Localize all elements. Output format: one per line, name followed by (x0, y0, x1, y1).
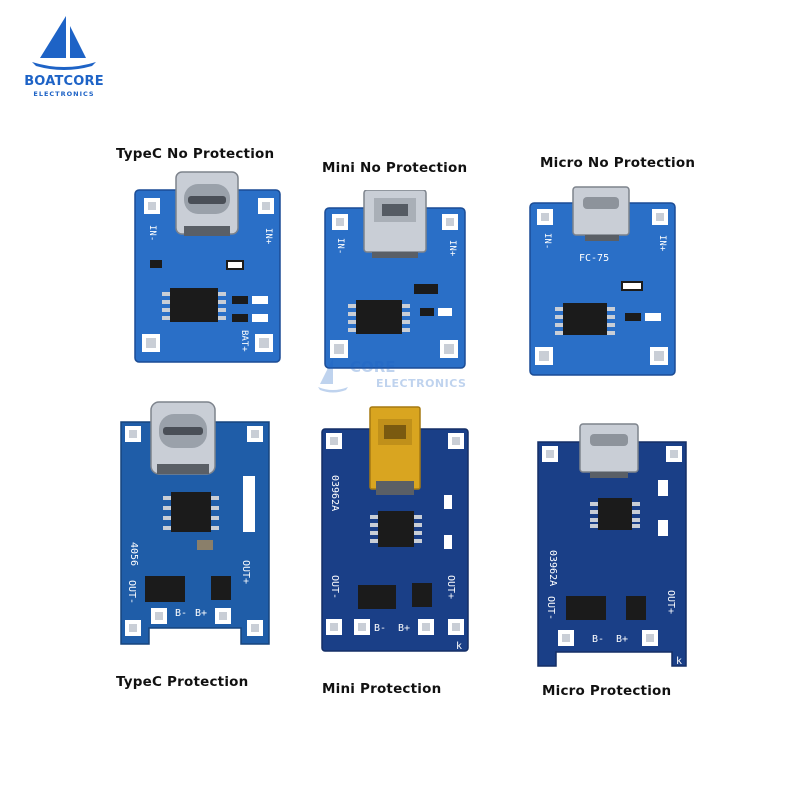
silk-out-plus-2: OUT+ (445, 575, 456, 599)
silk-in-plus-2: IN+ (447, 240, 457, 257)
caption-typec-no-protection: TypeC No Protection (116, 146, 275, 162)
caption-micro-no-protection: Micro No Protection (540, 155, 696, 171)
silk-4056: 4056 (128, 542, 139, 566)
silk-b-minus: B- (175, 608, 187, 619)
silk-b-minus-2: B- (374, 623, 386, 634)
board-mini-no-protection: IN+ IN- (324, 190, 466, 369)
caption-typec-protection: TypeC Protection (116, 674, 249, 690)
caption-micro-protection: Micro Protection (542, 683, 672, 699)
silk-b-plus-3: B+ (616, 634, 628, 645)
board-micro-protection: 03962A OUT- OUT+ B- B+ k (537, 423, 687, 667)
watermark-name: CORE (350, 358, 396, 376)
silk-out-plus-3: OUT+ (665, 590, 676, 614)
watermark-tagline: ELECTRONICS (376, 377, 467, 390)
silk-03962a-2: 03962A (547, 550, 558, 586)
silk-out-minus: OUT- (126, 580, 137, 604)
caption-mini-no-protection: Mini No Protection (322, 160, 468, 176)
silk-b-plus: B+ (195, 608, 207, 619)
brand-logo: BOATCORE ELECTRONICS (22, 14, 106, 104)
board-micro-no-protection: FC-75 IN+ IN- (529, 186, 676, 376)
silk-out-plus: OUT+ (240, 560, 251, 584)
watermark: CORE ELECTRONICS (318, 356, 498, 396)
silk-k: k (456, 641, 462, 652)
silk-in-plus: IN+ (263, 228, 273, 245)
silk-03962a: 03962A (329, 475, 340, 511)
brand-tagline: ELECTRONICS (33, 90, 95, 98)
sailboat-icon (32, 16, 96, 70)
silk-out-minus-3: OUT- (545, 596, 556, 620)
silk-in-minus: IN- (147, 225, 157, 241)
board-typec-protection: 4056 OUT- OUT+ B- B+ (120, 401, 270, 645)
silk-b-plus-2: B+ (398, 623, 410, 634)
caption-mini-protection: Mini Protection (322, 681, 442, 697)
silk-in-plus-3: IN+ (657, 235, 667, 252)
silk-b-minus-3: B- (592, 634, 604, 645)
silk-fc75: FC-75 (579, 253, 609, 264)
brand-name: BOATCORE (24, 74, 104, 89)
watermark-sailboat-icon (318, 358, 348, 393)
silk-out-minus-2: OUT- (329, 575, 340, 599)
board-mini-protection: 03962A OUT- OUT+ B- B+ k (321, 406, 469, 652)
silk-in-minus-2: IN- (335, 238, 345, 254)
silk-in-minus-3: IN- (542, 233, 552, 249)
silk-bat-plus: BAT+ (239, 330, 249, 352)
board-typec-no-protection: IN+ IN- BAT+ (134, 171, 281, 363)
silk-k-2: k (676, 656, 682, 667)
